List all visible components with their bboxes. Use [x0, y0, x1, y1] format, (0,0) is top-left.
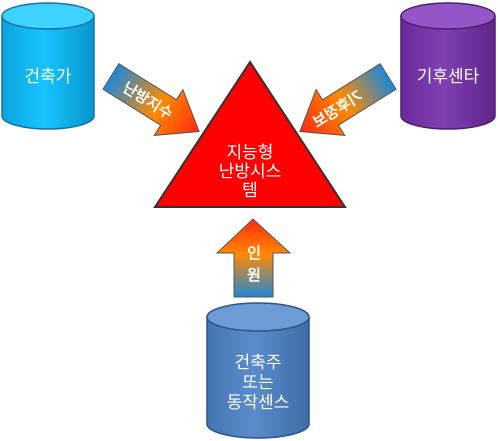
- intelligent-heating-system-triangle: 지능형 난방시스 템: [153, 60, 347, 208]
- architect-cylinder: 건축가: [1, 2, 95, 130]
- personnel-label-line-1: 인: [247, 244, 261, 262]
- system-label-line-2: 난방시스: [219, 162, 282, 182]
- climate-info-arrow: 기후정보: [299, 63, 397, 136]
- owner-label-line-3: 동작센스: [227, 393, 290, 413]
- owner-label-line-1: 건축주: [235, 353, 282, 373]
- owner-label-line-2: 또는: [242, 373, 273, 393]
- system-label-line-3: 템: [242, 181, 258, 201]
- owner-or-motion-sensor-cylinder: 건축주 또는 동작센스: [206, 302, 310, 439]
- personnel-label-line-2: 원: [247, 266, 261, 284]
- architect-label: 건축가: [25, 67, 72, 87]
- system-label-line-1: 지능형: [227, 143, 274, 163]
- personnel-arrow: 인 원: [215, 218, 292, 298]
- heating-index-arrow: 난방지수: [102, 63, 200, 136]
- climate-center-cylinder: 기후센타: [400, 2, 496, 130]
- climate-center-label: 기후센타: [417, 67, 480, 87]
